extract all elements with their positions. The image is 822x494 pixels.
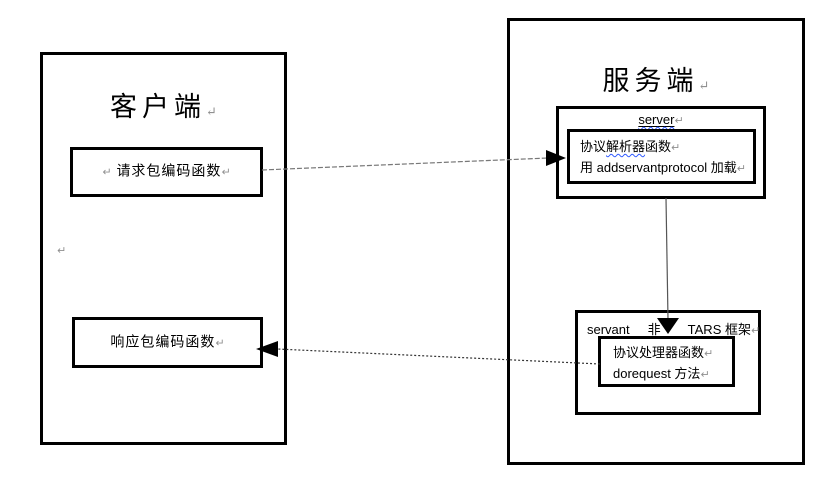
- client-title-text: 客户端: [110, 92, 207, 122]
- tars-frame-word: TARS 框架: [687, 322, 751, 337]
- server-title: 服务端↵: [510, 59, 802, 98]
- return-mark: ↵: [671, 142, 681, 154]
- return-mark: ↵: [57, 245, 67, 257]
- server-title-text: 服务端: [602, 66, 699, 96]
- servant-word: servant: [587, 322, 630, 337]
- return-mark: ↵: [221, 166, 231, 179]
- response-encode-label: 响应包编码函数↵: [75, 331, 260, 351]
- server-word-underline: server: [638, 112, 674, 127]
- handler-line2: dorequest 方法↵: [613, 364, 730, 385]
- parser-line2: 用 addservantprotocol 加载↵: [580, 158, 751, 179]
- return-mark: ↵: [700, 369, 710, 381]
- fei-word: 非: [647, 322, 661, 337]
- protocol-parser-text: 协议解析器函数↵ 用 addservantprotocol 加载↵: [580, 137, 751, 179]
- return-mark: ↵: [736, 163, 747, 175]
- parser-line2-text: 用 addservantprotocol 加载: [580, 160, 737, 175]
- request-encode-label: ↵ 请求包编码函数↵: [73, 160, 260, 180]
- return-mark: ↵: [698, 78, 710, 93]
- return-mark: ↵: [215, 336, 225, 349]
- return-mark: ↵: [102, 166, 112, 179]
- return-mark: ↵: [750, 325, 761, 337]
- handler-line1-text: 协议处理器函数: [613, 345, 705, 360]
- handler-line1: 协议处理器函数↵: [613, 343, 730, 364]
- handler-line2-text: dorequest 方法: [613, 366, 701, 381]
- return-mark: ↵: [704, 348, 714, 360]
- parser-line1-wavy: 解析器: [606, 139, 646, 154]
- client-box: 客户端↵: [40, 52, 287, 445]
- parser-line1-pre: 协议: [580, 139, 607, 154]
- request-encode-box: ↵ 请求包编码函数↵: [70, 147, 263, 197]
- parser-line1: 协议解析器函数↵: [580, 137, 751, 158]
- server-group-label: server↵: [559, 112, 763, 127]
- client-title: 客户端↵: [43, 85, 284, 124]
- response-encode-box: 响应包编码函数↵: [72, 317, 263, 368]
- request-encode-text: 请求包编码函数: [116, 162, 222, 179]
- server-word: server: [638, 112, 675, 127]
- protocol-handler-box: 协议处理器函数↵ dorequest 方法↵: [598, 336, 735, 387]
- parser-line1-post: 函数: [645, 139, 672, 154]
- response-encode-text: 响应包编码函数: [110, 332, 216, 349]
- protocol-handler-text: 协议处理器函数↵ dorequest 方法↵: [613, 343, 730, 385]
- protocol-parser-box: 协议解析器函数↵ 用 addservantprotocol 加载↵: [567, 129, 756, 184]
- return-mark: ↵: [674, 115, 684, 127]
- return-mark: ↵: [206, 104, 217, 119]
